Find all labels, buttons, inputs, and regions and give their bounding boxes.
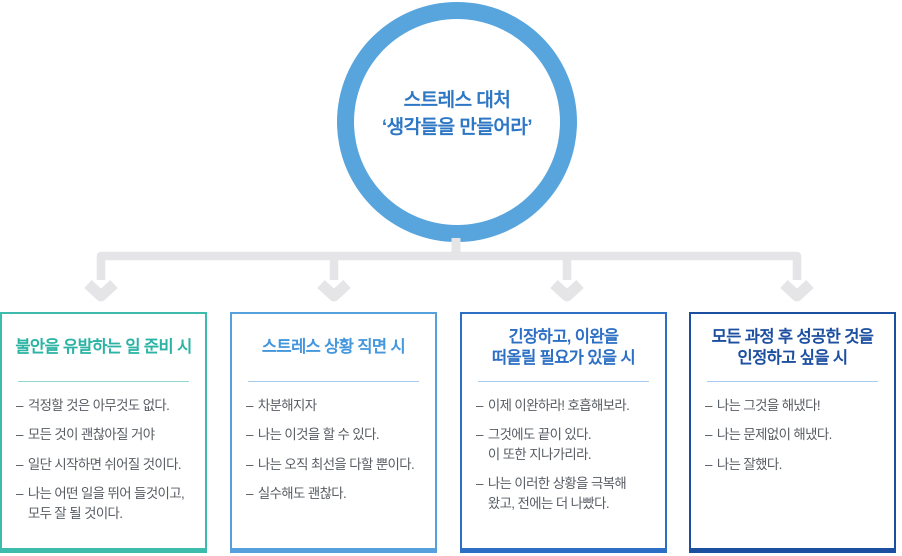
dash-bullet: – xyxy=(246,486,253,502)
arrow-down-icon xyxy=(317,279,351,302)
list-item: – 나는 어떤 일을 뛰어 들것이고, 모두 잘 될 것이다. xyxy=(16,484,197,523)
connector-lines xyxy=(84,238,814,302)
branch-line xyxy=(96,251,802,280)
list-item-text: 차분해지자 xyxy=(257,398,317,413)
card-title: 긴장하고, 이완을 떠올릴 필요가 있을 시 xyxy=(462,314,665,381)
card-title: 불안을 유발하는 일 준비 시 xyxy=(2,314,205,381)
arrow-down-icon xyxy=(84,279,118,302)
list-item-text: 실수해도 괜찮다. xyxy=(257,486,347,502)
card-title-line1: 스트레스 상황 직면 시 xyxy=(261,338,406,356)
list-item-text: 나는 문제없이 해냈다. xyxy=(716,427,832,443)
card-title-line1: 모든 과정 후 성공한 것을 xyxy=(711,327,874,346)
list-item: – 그것에도 끝이 있다. 이 또한 지나가리라. xyxy=(476,425,657,464)
list-item-text: 이제 이완하라! 호흡해보라. xyxy=(487,398,630,413)
dash-bullet: – xyxy=(246,456,253,472)
card-item-list: – 이제 이완하라! 호흡해보라. – 그것에도 끝이 있다. 이 또한 지나가… xyxy=(462,382,665,523)
list-item-text: 나는 오직 최선을 다할 뿐이다. xyxy=(257,456,415,472)
list-item: – 나는 이것을 할 수 있다. xyxy=(246,425,427,444)
list-item: – 나는 문제없이 해냈다. xyxy=(705,425,886,444)
list-item-text: 나는 잘했다. xyxy=(716,456,782,472)
list-item: – 나는 그것을 해냈다! xyxy=(705,396,886,415)
divider xyxy=(248,381,419,382)
divider xyxy=(18,381,189,382)
central-node: 스트레스 대처 ‘생각들을 만들어라’ xyxy=(354,19,560,225)
card-title-line2: 인정하고 싶을 시 xyxy=(737,348,848,367)
central-node-title: 스트레스 대처 ‘생각들을 만들어라’ xyxy=(381,87,533,141)
card-title: 모든 과정 후 성공한 것을 인정하고 싶을 시 xyxy=(691,314,894,381)
list-item: – 차분해지자 xyxy=(246,396,427,415)
card-item-list: – 걱정할 것은 아무것도 없다. – 모든 것이 괜찮아질 거야 – 일단 시… xyxy=(2,382,205,533)
dash-bullet: – xyxy=(246,427,253,443)
divider xyxy=(478,381,649,382)
card-anxiety-preparation: 불안을 유발하는 일 준비 시 – 걱정할 것은 아무것도 없다. – 모든 것… xyxy=(0,312,207,553)
dash-bullet: – xyxy=(16,456,23,472)
card-facing-stress: 스트레스 상황 직면 시 – 차분해지자 – 나는 이것을 할 수 있다. – … xyxy=(230,312,437,553)
list-item-text: 나는 이것을 할 수 있다. xyxy=(257,427,380,443)
list-item: – 일단 시작하면 쉬어질 것이다. xyxy=(16,455,197,474)
arrow-down-icon xyxy=(550,279,584,302)
list-item: – 모든 것이 괜찮아질 거야 xyxy=(16,425,197,444)
list-item-text: 그것에도 끝이 있다. 이 또한 지나가리라. xyxy=(487,427,592,462)
list-item-text: 나는 그것을 해냈다! xyxy=(716,398,821,413)
list-item-text: 일단 시작하면 쉬어질 것이다. xyxy=(27,456,182,472)
dash-bullet: – xyxy=(476,427,483,443)
list-item-text: 나는 이러한 상황을 극복해 왔고, 전에는 더 나빴다. xyxy=(487,476,627,511)
arrow-down-icon xyxy=(780,279,814,302)
divider xyxy=(707,381,878,382)
dash-bullet: – xyxy=(705,427,712,443)
list-item: – 걱정할 것은 아무것도 없다. xyxy=(16,396,197,415)
card-title-line1: 불안을 유발하는 일 준비 시 xyxy=(15,338,192,356)
dash-bullet: – xyxy=(16,486,23,502)
list-item: – 실수해도 괜찮다. xyxy=(246,484,427,503)
dash-bullet: – xyxy=(476,398,483,413)
central-node-ring: 스트레스 대처 ‘생각들을 만들어라’ xyxy=(337,2,577,242)
list-item: – 나는 오직 최선을 다할 뿐이다. xyxy=(246,455,427,474)
card-title: 스트레스 상황 직면 시 xyxy=(232,314,435,381)
list-item: – 나는 이러한 상황을 극복해 왔고, 전에는 더 나빴다. xyxy=(476,474,657,513)
dash-bullet: – xyxy=(705,456,712,472)
card-item-list: – 차분해지자 – 나는 이것을 할 수 있다. – 나는 오직 최선을 다할 … xyxy=(232,382,435,514)
card-title-line2: 떠올릴 필요가 있을 시 xyxy=(491,348,636,367)
card-tension-relaxation: 긴장하고, 이완을 떠올릴 필요가 있을 시 – 이제 이완하라! 호흡해보라.… xyxy=(460,312,667,553)
card-title-line1: 긴장하고, 이완을 xyxy=(508,327,619,346)
dash-bullet: – xyxy=(16,427,23,443)
dash-bullet: – xyxy=(476,476,483,492)
list-item-text: 걱정할 것은 아무것도 없다. xyxy=(27,398,170,413)
dash-bullet: – xyxy=(16,398,23,413)
list-item-text: 나는 어떤 일을 뛰어 들것이고, 모두 잘 될 것이다. xyxy=(27,486,185,521)
list-item: – 나는 잘했다. xyxy=(705,455,886,474)
central-node-title-line1: 스트레스 대처 xyxy=(403,90,511,111)
list-item: – 이제 이완하라! 호흡해보라. xyxy=(476,396,657,415)
dash-bullet: – xyxy=(705,398,712,413)
central-node-title-line2: ‘생각들을 만들어라’ xyxy=(381,117,533,138)
card-acknowledge-success: 모든 과정 후 성공한 것을 인정하고 싶을 시 – 나는 그것을 해냈다! –… xyxy=(689,312,896,553)
list-item-text: 모든 것이 괜찮아질 거야 xyxy=(27,427,155,443)
dash-bullet: – xyxy=(246,398,253,413)
card-item-list: – 나는 그것을 해냈다! – 나는 문제없이 해냈다. – 나는 잘했다. xyxy=(691,382,894,484)
